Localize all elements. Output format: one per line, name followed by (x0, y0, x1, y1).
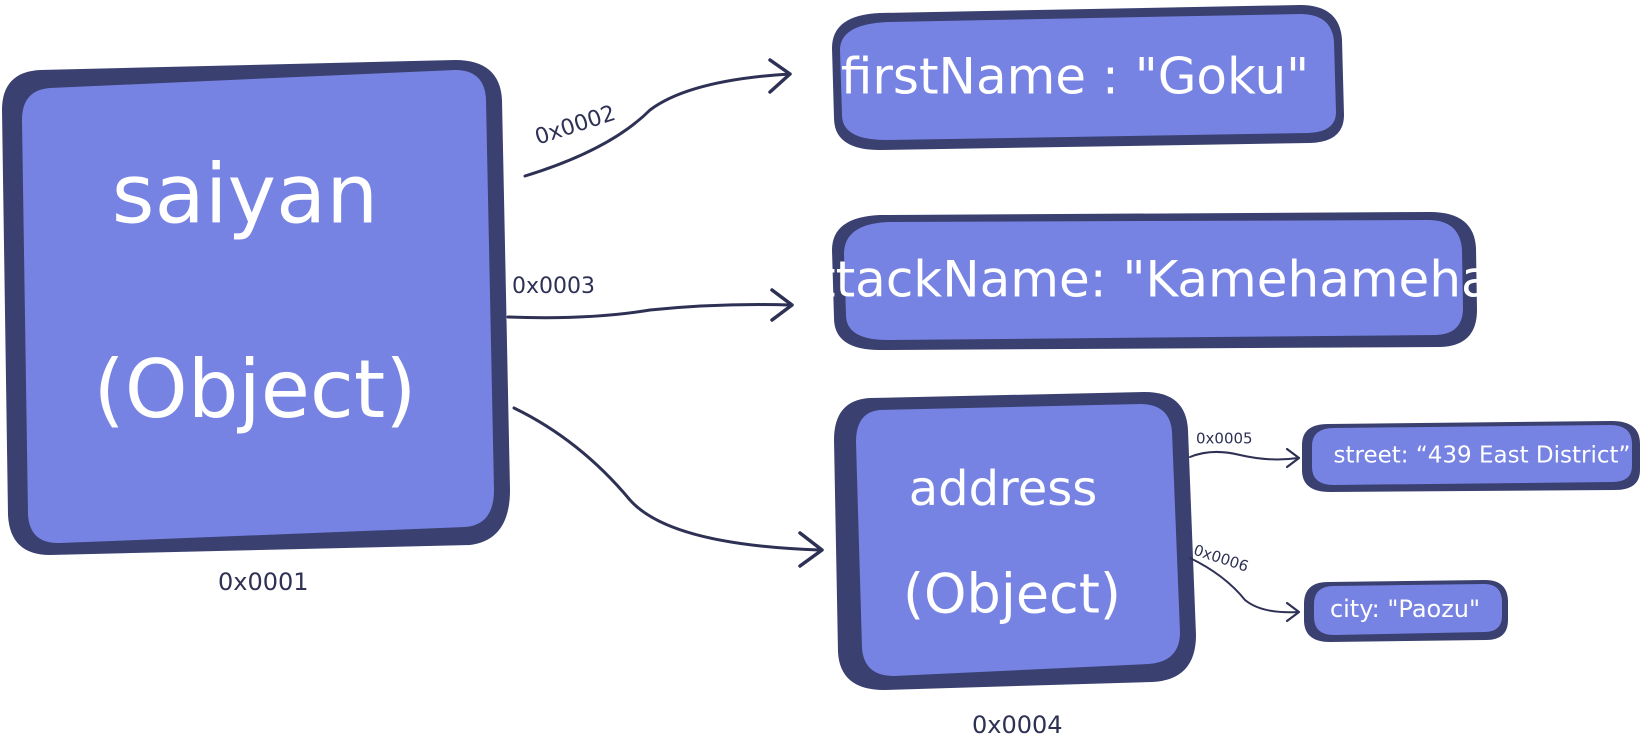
address-object-box: address (Object) (834, 392, 1196, 690)
city-property-text: city: "Paozu" (1330, 595, 1480, 623)
arrow-to-first-name (523, 58, 792, 178)
street-reference-address: 0x0005 (1196, 430, 1253, 448)
saiyan-object-name: saiyan (112, 147, 379, 242)
arrow-to-street (1189, 447, 1301, 469)
city-reference-address: 0x0006 (1191, 541, 1250, 576)
first-name-property-text: firstName : "Goku" (841, 48, 1309, 106)
saiyan-object-box: saiyan (Object) (2, 60, 510, 555)
street-property-box: street: “439 East District” (1302, 421, 1640, 492)
first-name-property-box: firstName : "Goku" (832, 5, 1344, 150)
address-object-name: address (909, 461, 1098, 517)
saiyan-address-label: 0x0001 (218, 568, 309, 596)
address-object-type: (Object) (903, 563, 1121, 626)
arrow-to-address (512, 406, 824, 568)
city-property-box: city: "Paozu" (1304, 580, 1508, 642)
address-address-label: 0x0004 (972, 711, 1063, 739)
attack-name-property-text: attackName: "Kamehameha" (785, 251, 1514, 309)
arrow-to-city (1189, 557, 1301, 623)
attack-name-property-box: attackName: "Kamehameha" (785, 212, 1515, 350)
street-property-text: street: “439 East District” (1334, 443, 1631, 469)
saiyan-object-type: (Object) (94, 343, 417, 436)
arrow-to-attack-name (506, 288, 794, 322)
attack-name-reference-address: 0x0003 (512, 274, 595, 299)
